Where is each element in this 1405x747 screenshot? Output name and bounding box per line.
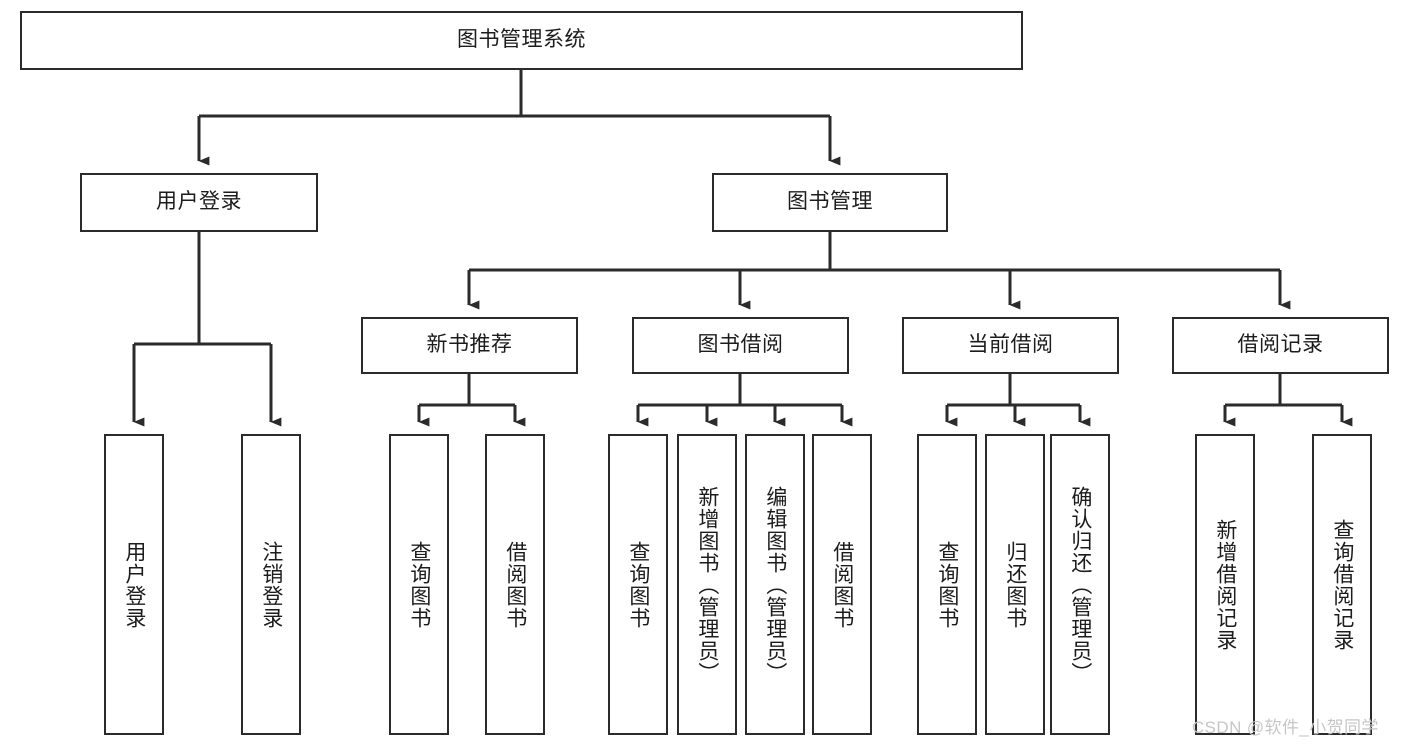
node-leaf-user-login-label: 用户登录 [122, 540, 146, 629]
node-leaf-query-book-1-label: 查询图书 [407, 540, 431, 629]
node-book-borrow[interactable]: 图书借阅 [632, 317, 849, 374]
node-leaf-query-book-2[interactable]: 查询图书 [608, 434, 668, 735]
node-leaf-add-book-label: 新增图书（管理员） [695, 485, 719, 684]
node-borrow-record-label: 借阅记录 [1237, 333, 1324, 357]
node-leaf-query-record[interactable]: 查询借阅记录 [1312, 434, 1372, 735]
node-leaf-query-book-1[interactable]: 查询图书 [389, 434, 449, 735]
node-leaf-confirm-return-label: 确认归还（管理员） [1068, 485, 1092, 684]
node-user-login[interactable]: 用户登录 [80, 173, 318, 232]
node-user-login-label: 用户登录 [156, 190, 242, 214]
node-leaf-add-record-label: 新增借阅记录 [1213, 518, 1237, 651]
node-book-manage[interactable]: 图书管理 [712, 173, 948, 232]
node-leaf-query-book-3-label: 查询图书 [935, 540, 959, 629]
node-leaf-user-logout-label: 注销登录 [259, 540, 283, 629]
node-leaf-edit-book[interactable]: 编辑图书（管理员） [745, 434, 805, 735]
node-leaf-borrow-book-1-label: 借阅图书 [503, 540, 527, 629]
node-new-book-recommend-label: 新书推荐 [426, 333, 513, 357]
node-current-borrow-label: 当前借阅 [967, 333, 1054, 357]
node-book-manage-label: 图书管理 [787, 190, 873, 214]
node-leaf-user-login[interactable]: 用户登录 [104, 434, 164, 735]
node-leaf-return-book-label: 归还图书 [1003, 540, 1027, 629]
node-leaf-query-book-3[interactable]: 查询图书 [917, 434, 977, 735]
node-leaf-add-record[interactable]: 新增借阅记录 [1195, 434, 1255, 735]
node-leaf-add-book[interactable]: 新增图书（管理员） [677, 434, 737, 735]
node-leaf-query-record-label: 查询借阅记录 [1330, 518, 1354, 651]
node-book-borrow-label: 图书借阅 [697, 333, 784, 357]
node-leaf-borrow-book-1[interactable]: 借阅图书 [485, 434, 545, 735]
node-current-borrow[interactable]: 当前借阅 [902, 317, 1119, 374]
node-leaf-edit-book-label: 编辑图书（管理员） [763, 485, 787, 684]
node-root[interactable]: 图书管理系统 [20, 11, 1023, 70]
node-leaf-confirm-return[interactable]: 确认归还（管理员） [1050, 434, 1110, 735]
node-leaf-borrow-book-2[interactable]: 借阅图书 [812, 434, 872, 735]
node-leaf-borrow-book-2-label: 借阅图书 [830, 540, 854, 629]
node-leaf-user-logout[interactable]: 注销登录 [241, 434, 301, 735]
node-new-book-recommend[interactable]: 新书推荐 [361, 317, 578, 374]
node-borrow-record[interactable]: 借阅记录 [1172, 317, 1389, 374]
node-leaf-return-book[interactable]: 归还图书 [985, 434, 1045, 735]
node-root-label: 图书管理系统 [457, 28, 586, 52]
node-leaf-query-book-2-label: 查询图书 [626, 540, 650, 629]
